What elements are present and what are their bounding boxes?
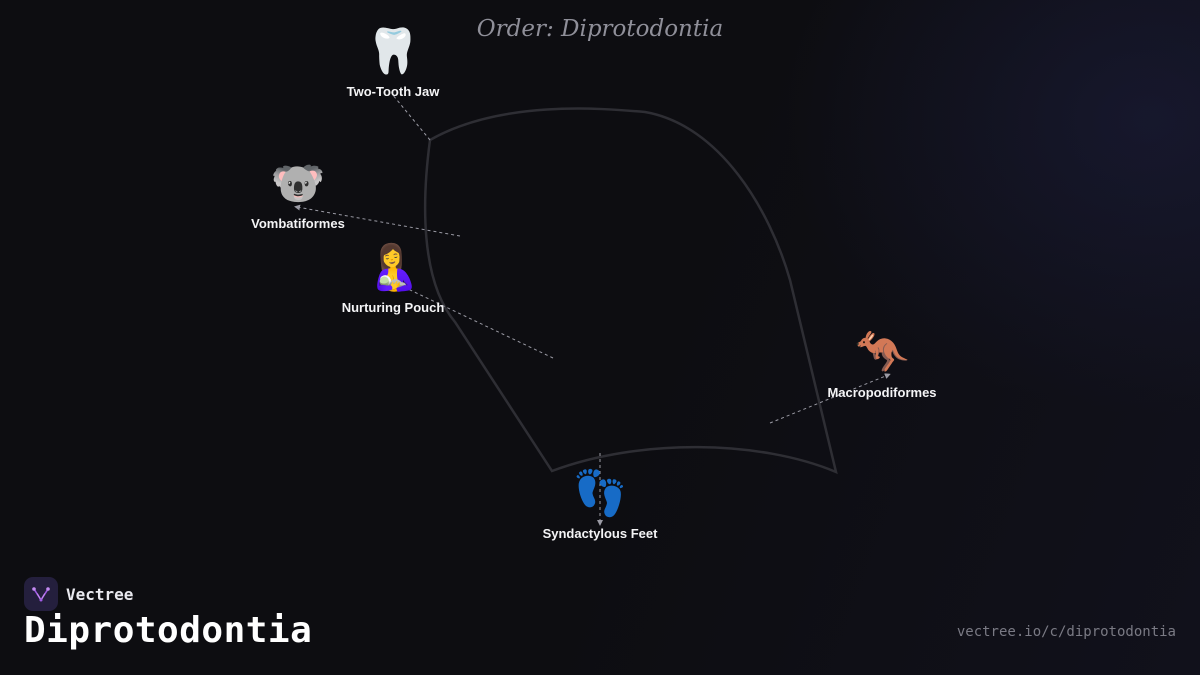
brand-name: Vectree: [66, 584, 134, 604]
brand[interactable]: Vectree: [24, 577, 133, 611]
node-label: Two-Tooth Jaw: [346, 84, 440, 99]
kangaroo-icon: 🦘: [854, 328, 910, 377]
node-label: Syndactylous Feet: [542, 526, 658, 541]
node-label: Macropodiformes: [827, 385, 937, 400]
order-title: Order: Diprotodontia: [476, 16, 724, 42]
node-two-tooth-jaw[interactable]: 🦷 Two-Tooth Jaw: [293, 26, 493, 99]
koala-icon: 🐨: [270, 159, 326, 208]
taxon-outline: [423, 107, 838, 475]
page-heading: Diprotodontia: [24, 610, 313, 651]
node-macropodiformes[interactable]: 🦘 Macropodiformes: [782, 327, 982, 400]
page-url[interactable]: vectree.io/c/diprotodontia: [956, 624, 1176, 640]
node-nurturing-pouch[interactable]: 🤱 Nurturing Pouch: [293, 242, 493, 315]
node-syndactylous-feet[interactable]: 👣 Syndactylous Feet: [500, 468, 700, 541]
footprints-icon: 👣: [572, 469, 628, 518]
nursing-icon: 🤱: [365, 243, 421, 292]
node-label: Vombatiformes: [251, 216, 345, 231]
node-label: Nurturing Pouch: [341, 300, 445, 315]
node-vombatiformes[interactable]: 🐨 Vombatiformes: [198, 158, 398, 231]
tooth-icon: 🦷: [365, 27, 421, 76]
vectree-logo-icon: [24, 577, 58, 611]
connector-two-tooth-jaw: [391, 93, 431, 141]
connector-nurturing-pouch: [407, 288, 554, 359]
